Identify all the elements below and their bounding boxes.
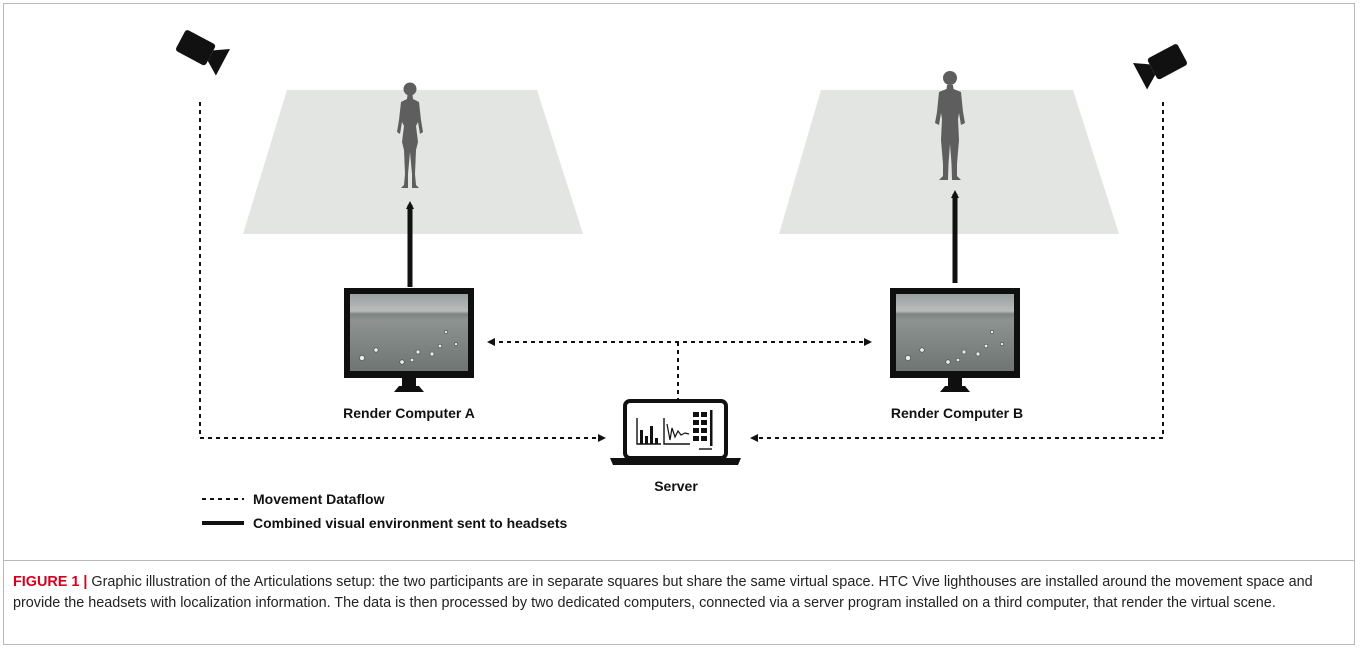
caption-divider — [3, 560, 1355, 561]
figure-caption: FIGURE 1 | Graphic illustration of the A… — [13, 572, 1349, 614]
dataflow-left-camera — [199, 102, 606, 442]
floor-square-right — [779, 90, 1119, 234]
render-computer-a-monitor-icon — [343, 287, 475, 393]
caption-text: Graphic illustration of the Articulation… — [13, 574, 1313, 611]
dataflow-right-camera — [750, 102, 1164, 442]
server-laptop-icon — [610, 399, 741, 465]
figure-frame — [3, 3, 1355, 645]
legend-dashed-label: Movement Dataflow — [253, 491, 385, 507]
lighthouse-camera-right-icon — [1133, 40, 1190, 90]
diagram: Render Computer A Render Computer B Serv… — [173, 26, 1190, 531]
lighthouse-camera-left-icon — [173, 26, 230, 76]
server-label: Server — [654, 478, 698, 494]
render-computer-b-label: Render Computer B — [891, 405, 1023, 421]
render-computer-a-label: Render Computer A — [343, 405, 475, 421]
figure-label: FIGURE 1 | — [13, 574, 88, 590]
render-computer-b-monitor-icon — [889, 287, 1021, 393]
legend-solid-label: Combined visual environment sent to head… — [253, 515, 568, 531]
